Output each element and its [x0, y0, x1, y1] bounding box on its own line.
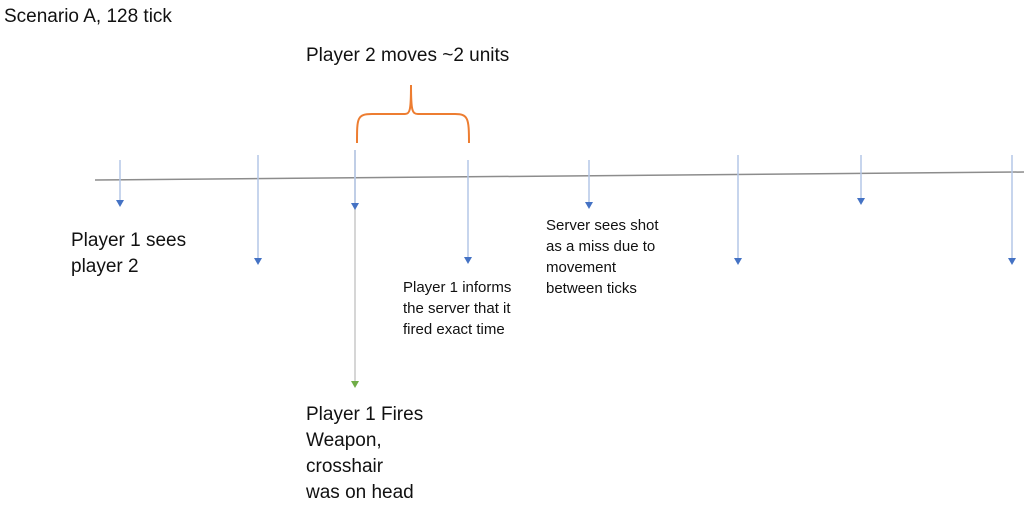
tick-5-arrowhead-icon — [585, 202, 593, 209]
brace-label: Player 2 moves ~2 units — [306, 45, 510, 66]
fire-arrow-arrowhead-icon — [351, 381, 359, 388]
tick-2-arrowhead-icon — [254, 258, 262, 265]
tick-1-arrowhead-icon — [116, 200, 124, 207]
tick-4-arrowhead-icon — [464, 257, 472, 264]
label-player1-fires: Player 1 Fires Weapon, crosshair was on … — [306, 404, 424, 503]
tick-6-arrowhead-icon — [734, 258, 742, 265]
tick-3-arrowhead-icon — [351, 203, 359, 210]
diagram-title: Scenario A, 128 tick — [4, 6, 172, 27]
timeline-axis — [94, 171, 1024, 181]
label-player1-informs: Player 1 informs the server that it fire… — [403, 279, 512, 338]
label-player1-sees: Player 1 sees player 2 — [71, 230, 187, 277]
tick-7-arrowhead-icon — [857, 198, 865, 205]
label-server-sees: Server sees shot as a miss due to moveme… — [546, 217, 659, 297]
tick-8-arrowhead-icon — [1008, 258, 1016, 265]
brace — [356, 84, 470, 144]
